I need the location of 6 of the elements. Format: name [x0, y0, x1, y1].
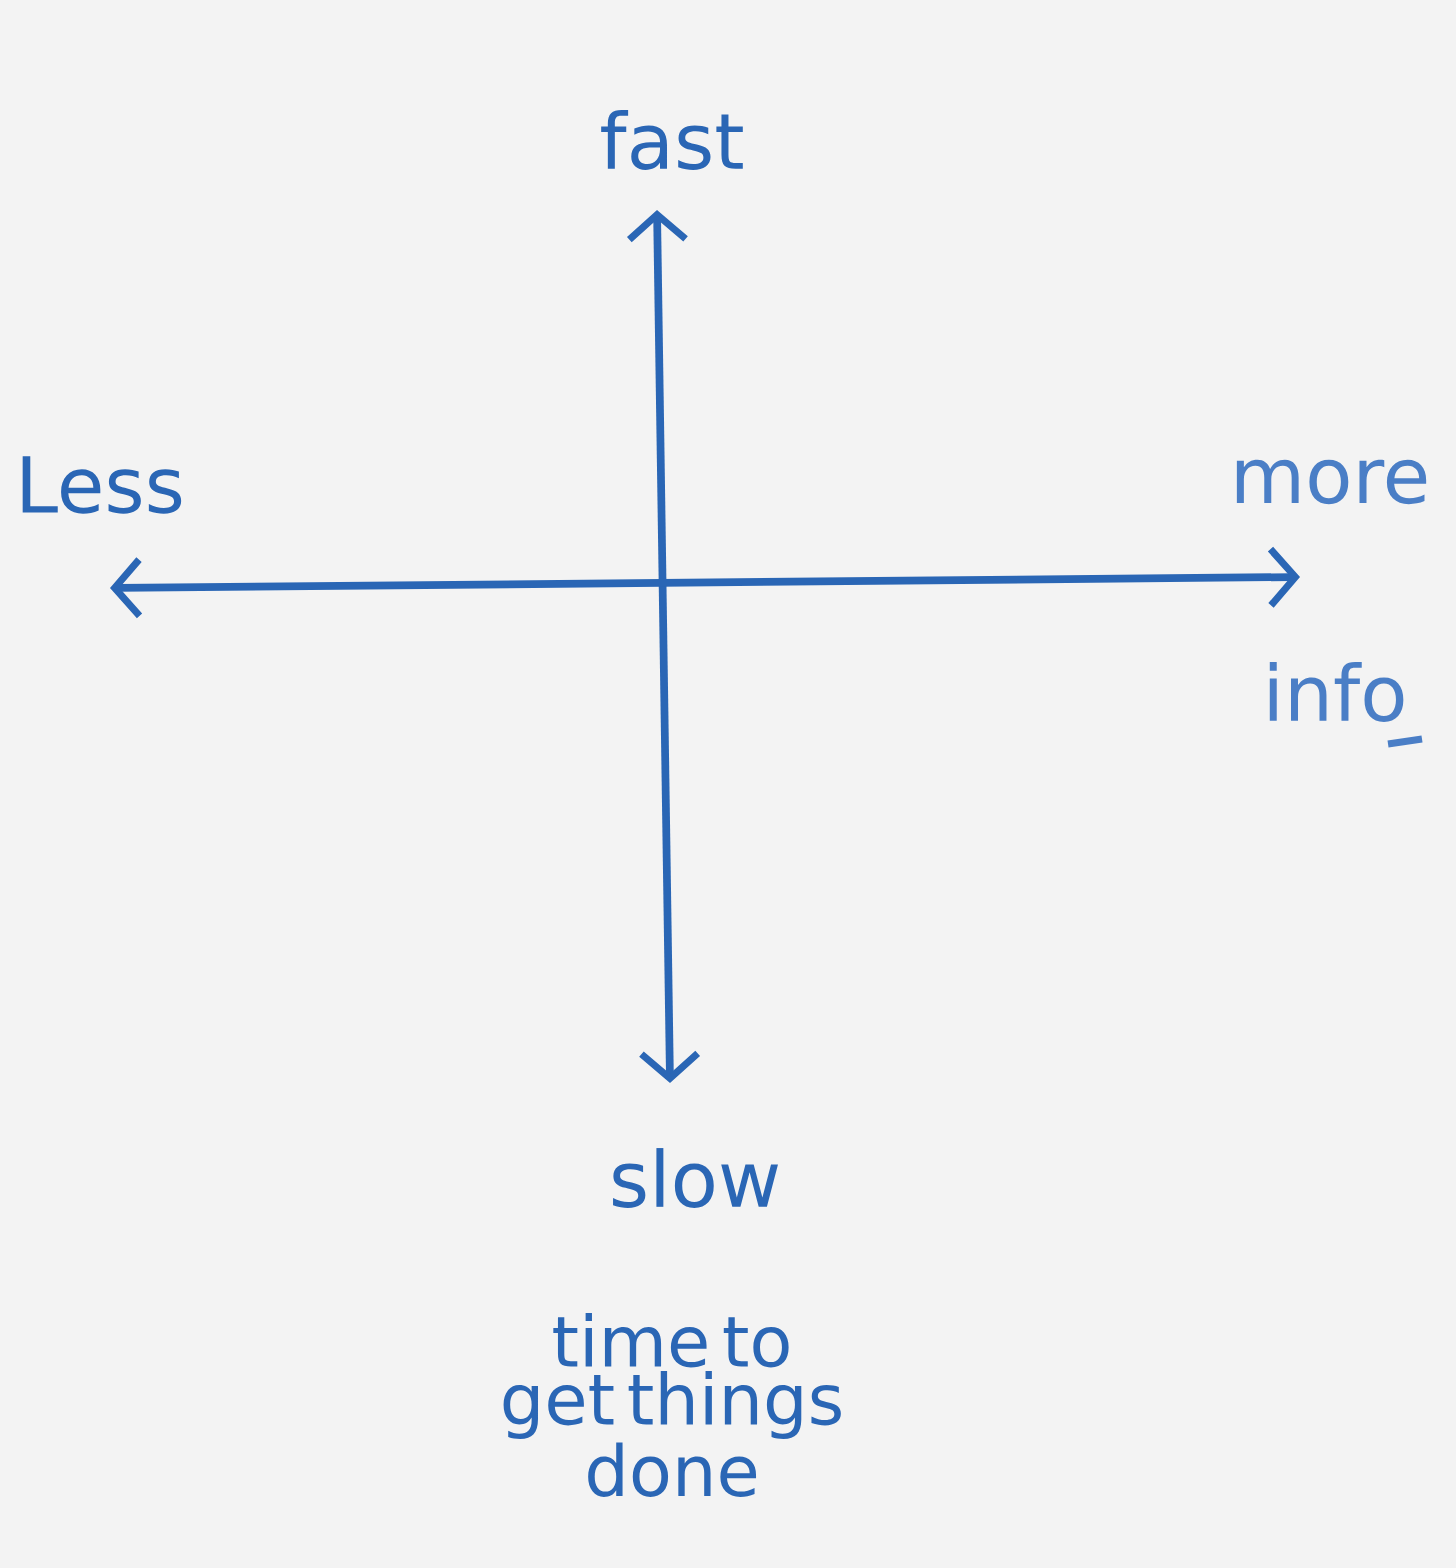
axis-label: more: [1236, 459, 1427, 505]
axis-label: time to get things done: [503, 1313, 841, 1497]
axis-label: slow: [613, 1148, 778, 1208]
axis-label: info: [1269, 662, 1404, 722]
axis-label: fast: [601, 110, 743, 170]
axis-label: Less: [22, 456, 182, 514]
